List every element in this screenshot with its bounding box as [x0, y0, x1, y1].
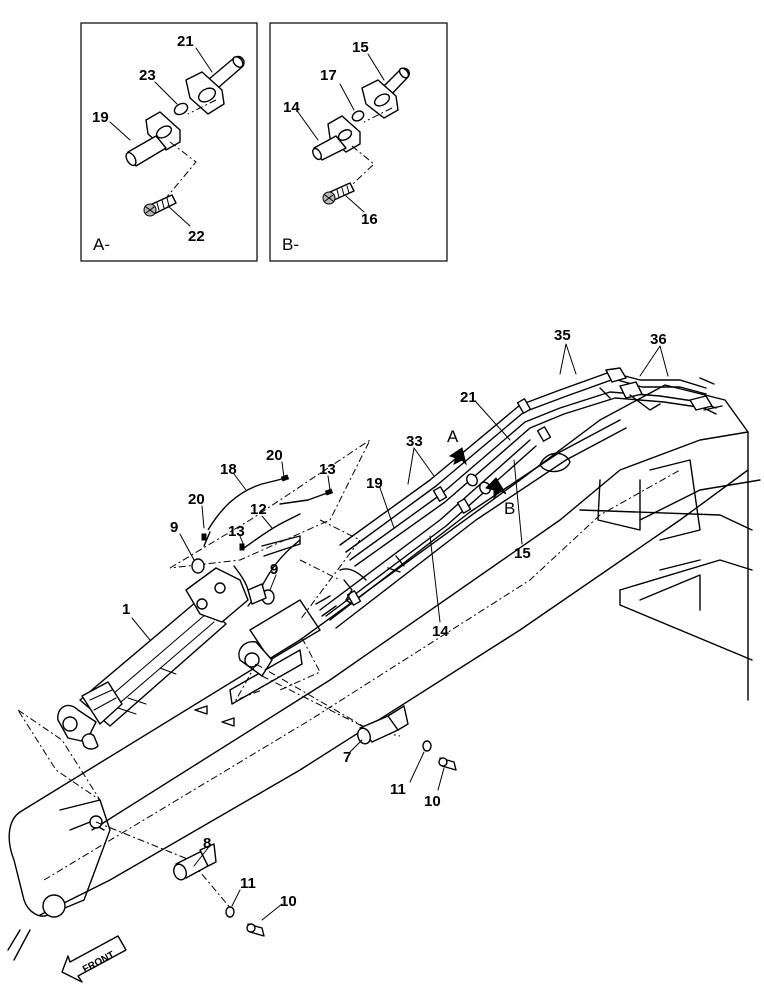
label-13-upper: 13 [319, 461, 336, 478]
label-10-upper: 10 [424, 793, 441, 810]
label-8: 8 [203, 835, 211, 852]
inset-a-label-23: 23 [139, 67, 156, 84]
boom-structure [7, 384, 761, 961]
label-9-left: 9 [170, 519, 178, 536]
inset-a-caption: A- [93, 235, 110, 254]
label-21: 21 [460, 389, 477, 406]
washer-9-left [191, 558, 205, 574]
label-12: 12 [250, 501, 267, 518]
view-arrow-a [448, 447, 467, 466]
label-7: 7 [343, 749, 351, 766]
label-19: 19 [366, 475, 383, 492]
inset-a-label-21: 21 [177, 33, 194, 50]
inset-b-label-15: 15 [352, 39, 369, 56]
pin-7-assembly [261, 675, 457, 771]
front-direction-arrow: FRONT [61, 935, 127, 983]
inset-a-label-22: 22 [188, 228, 205, 245]
label-11-lower: 11 [240, 875, 256, 892]
label-9-right: 9 [270, 561, 278, 578]
label-1: 1 [122, 601, 130, 618]
label-14: 14 [432, 623, 449, 640]
label-20-upper: 20 [266, 447, 283, 464]
inset-b-label-16: 16 [361, 211, 378, 228]
boom-steel-pipes [315, 367, 723, 629]
label-36: 36 [650, 331, 667, 348]
view-arrow-b [485, 477, 507, 500]
label-20-lower: 20 [188, 491, 205, 508]
label-15: 15 [514, 545, 531, 562]
view-marker-a: A [447, 427, 459, 446]
cylinder-hoses [201, 474, 334, 607]
detail-view-b: 15 17 14 16 B- [269, 22, 448, 262]
label-10-lower: 10 [280, 893, 297, 910]
pin-8-assembly [95, 821, 265, 937]
detail-view-a: 21 23 19 22 A- [80, 22, 258, 262]
leader-lines [131, 343, 669, 921]
inset-b-caption: B- [282, 235, 299, 254]
inset-a-label-19: 19 [92, 109, 109, 126]
label-18: 18 [220, 461, 237, 478]
view-marker-b: B [504, 499, 515, 518]
label-33: 33 [406, 433, 423, 450]
label-35: 35 [554, 327, 571, 344]
label-13-lower: 13 [228, 523, 245, 540]
boom-cylinder [17, 567, 249, 801]
inset-b-label-17: 17 [320, 67, 337, 84]
inset-b-label-14: 14 [283, 99, 300, 116]
label-11-upper: 11 [390, 781, 406, 798]
